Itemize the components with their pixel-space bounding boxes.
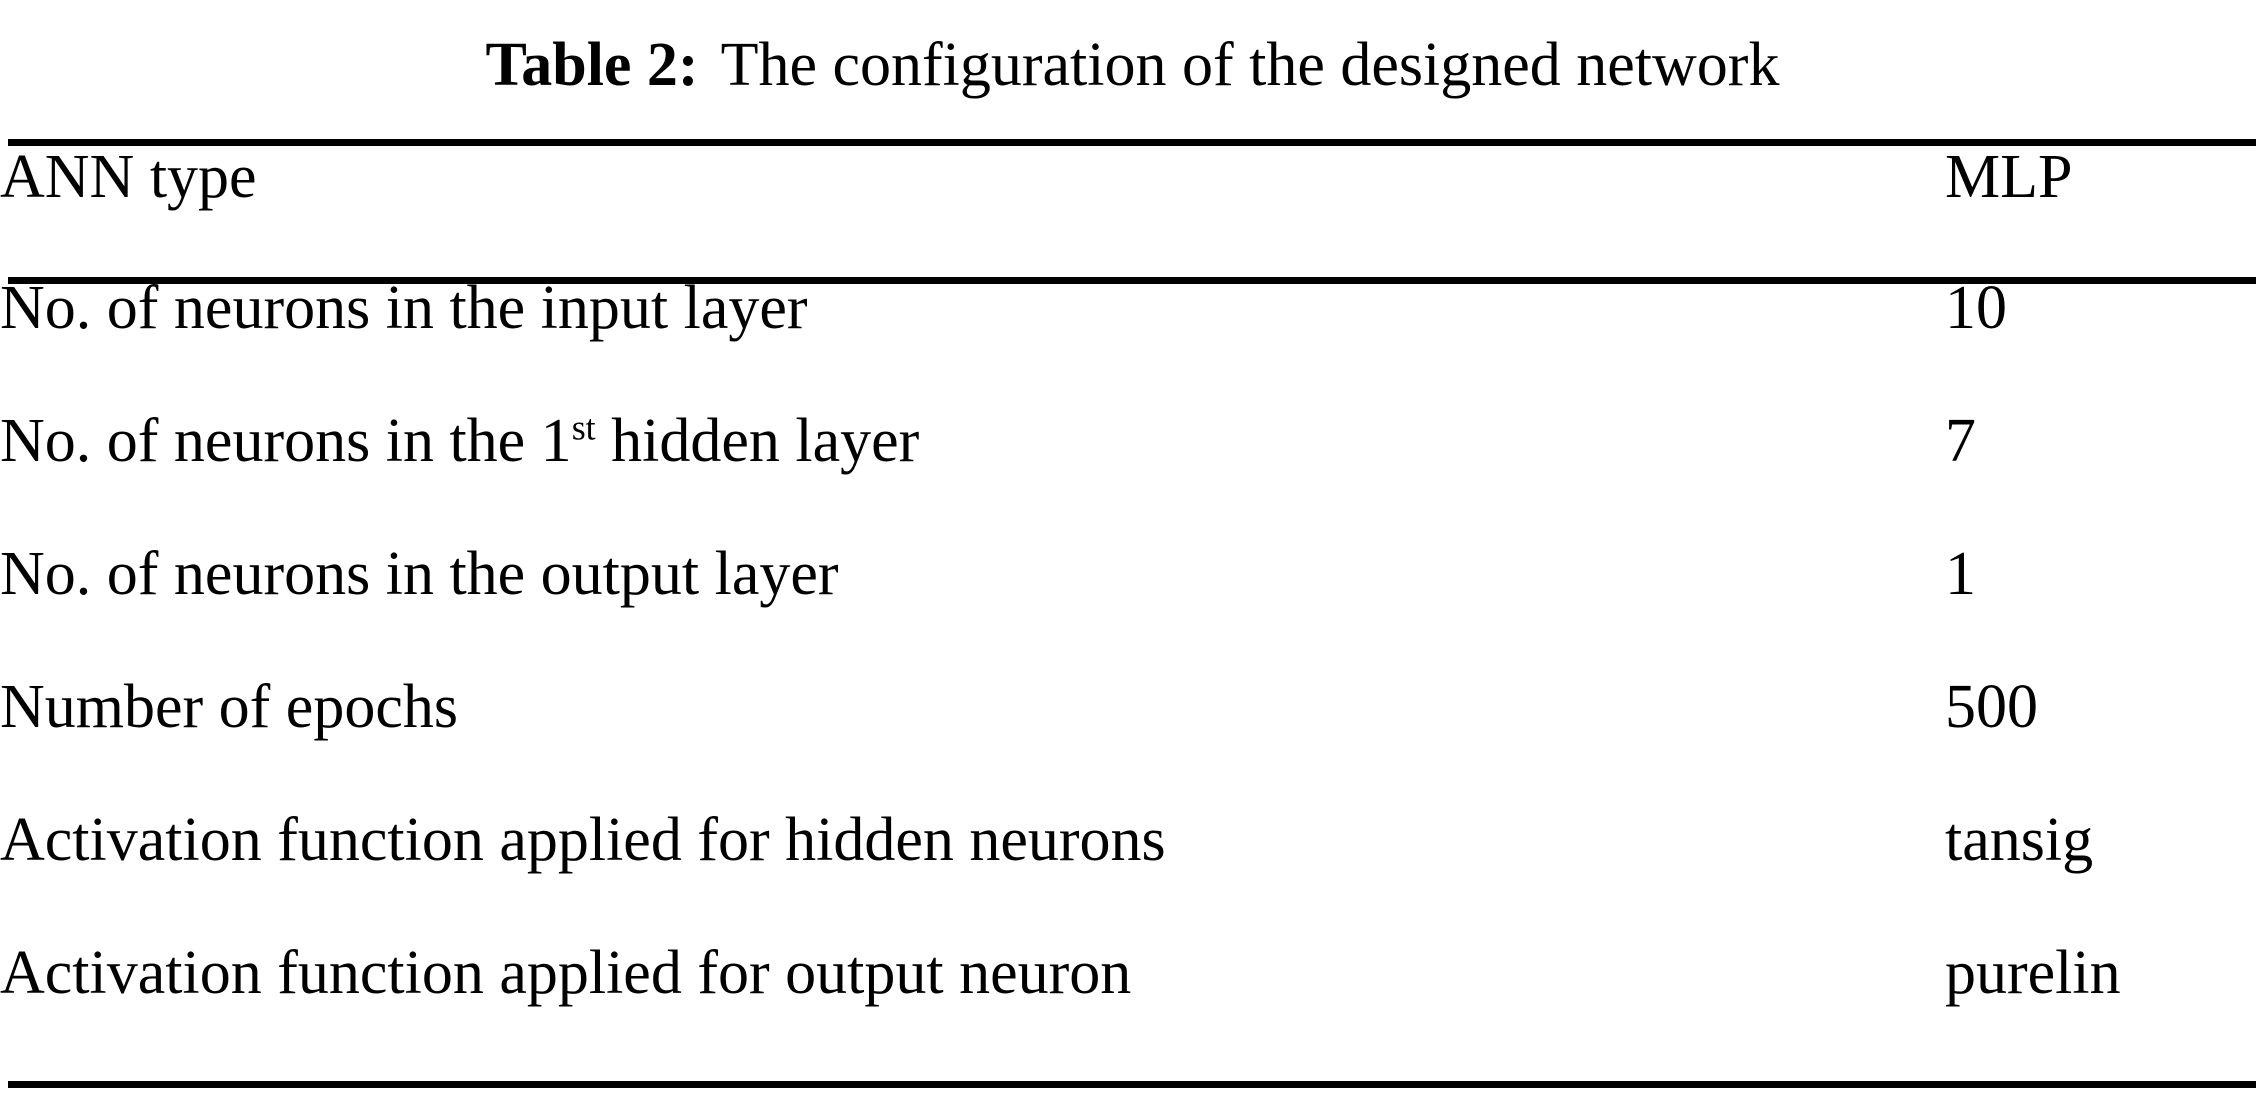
row-label-cell: No. of neurons in the output layer bbox=[0, 540, 839, 608]
row-value-cell: 7 bbox=[1945, 407, 1976, 475]
row-label-cell: No. of neurons in the input layer bbox=[0, 274, 808, 342]
row-label-cell: Activation function applied for output n… bbox=[0, 939, 1132, 1007]
header-value-cell: MLP bbox=[1945, 143, 2073, 211]
table-row: No. of neurons in the output layer 1 bbox=[0, 543, 2265, 676]
ordinal-suffix: st bbox=[571, 407, 596, 448]
row-label-cell: No. of neurons in the 1st hidden layer bbox=[0, 407, 1945, 543]
table-header-row: ANN type MLP bbox=[0, 146, 2265, 277]
table-row: No. of neurons in the 1st hidden layer 7 bbox=[0, 407, 2265, 543]
table-row: No. of neurons in the input layer 10 bbox=[0, 277, 2265, 410]
table-header-rule bbox=[8, 277, 2256, 284]
table-row: Activation function applied for output n… bbox=[0, 942, 2265, 1075]
row-value-cell: 1 bbox=[1945, 540, 1976, 608]
table-caption: Table 2: The configuration of the design… bbox=[0, 0, 2265, 132]
row-label-cell: Activation function applied for hidden n… bbox=[0, 806, 1166, 874]
row-label-text-after: hidden layer bbox=[595, 407, 920, 475]
row-value-cell: purelin bbox=[1945, 939, 2121, 1007]
row-label-cell: Number of epochs bbox=[0, 673, 458, 741]
configuration-table: ANN type MLP No. of neurons in the input… bbox=[0, 146, 2265, 1075]
row-value-cell: 500 bbox=[1945, 673, 2038, 741]
table-row: Activation function applied for hidden n… bbox=[0, 809, 2265, 942]
row-label-text-before: No. of neurons in the 1 bbox=[0, 407, 572, 475]
header-label-cell: ANN type bbox=[0, 143, 257, 211]
table-row: Number of epochs 500 bbox=[0, 676, 2265, 809]
table-bottom-rule bbox=[8, 1081, 2256, 1088]
table-top-rule bbox=[8, 139, 2256, 146]
caption-label: Table 2: bbox=[485, 31, 699, 100]
caption-text: The configuration of the designed networ… bbox=[720, 31, 1780, 100]
row-value-cell: 10 bbox=[1945, 274, 2007, 342]
row-value-cell: tansig bbox=[1945, 806, 2094, 874]
